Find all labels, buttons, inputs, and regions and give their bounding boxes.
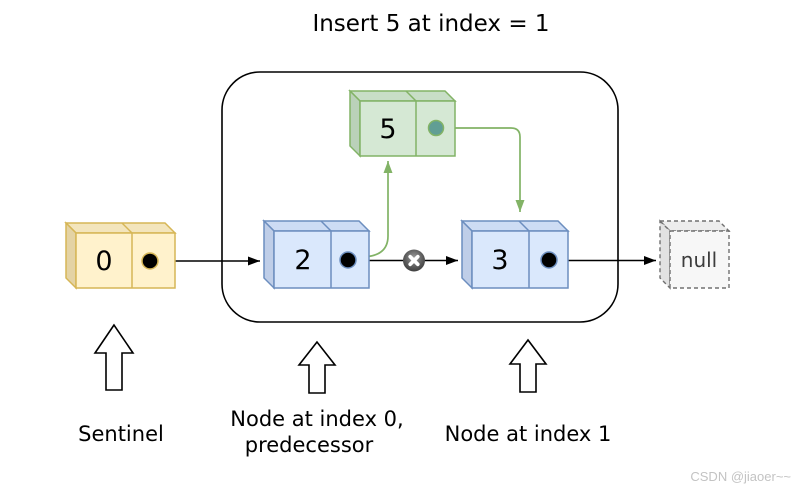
watermark: CSDN @jiaoer~~ — [690, 469, 791, 484]
node-value: 3 — [491, 245, 508, 276]
cube-top-face — [348, 90, 457, 102]
cube-side-face — [461, 219, 473, 290]
broken-link-icon — [403, 249, 425, 272]
null-box: null — [658, 219, 731, 290]
pointer-dot — [540, 251, 558, 269]
node-3: 3 — [460, 219, 570, 290]
cube-front-face — [359, 100, 456, 157]
cube-top-face — [262, 220, 371, 232]
cube-side-face — [659, 219, 671, 290]
cell-divider-top — [518, 220, 530, 232]
cell-divider-top — [320, 220, 332, 232]
cube-side-face — [65, 221, 77, 290]
cell-divider-top — [405, 90, 417, 102]
pointer-dot-green — [427, 119, 445, 137]
node-5: 5 — [348, 89, 457, 158]
cube-top-face — [64, 222, 177, 234]
callout-arrow-sentinel — [93, 323, 135, 391]
cube-top-face — [460, 220, 570, 232]
diagram-title: Insert 5 at index = 1 — [312, 11, 549, 37]
insert-scope-outline — [221, 71, 619, 323]
cell-divider-top — [121, 222, 133, 234]
cube-side-face — [263, 219, 275, 290]
arrow-node5-to-node3 — [444, 127, 525, 212]
cube-front-face — [669, 230, 730, 289]
node-2: 2 — [262, 219, 371, 290]
pointer-dot — [141, 252, 159, 270]
null-label: null — [681, 248, 717, 272]
label-predecessor-line1: Node at index 0, — [230, 407, 403, 431]
node-value: 5 — [379, 114, 396, 145]
pointer-dot — [339, 251, 357, 269]
node-sentinel: 0 — [64, 221, 177, 290]
cube-top-face — [658, 220, 731, 232]
cube-front-face — [273, 230, 370, 289]
callout-arrow-index1 — [508, 338, 548, 393]
cube-front-face — [471, 230, 569, 289]
label-node-at-index-1: Node at index 1 — [445, 422, 612, 446]
node-value: 2 — [294, 245, 311, 276]
node-value: 0 — [95, 246, 112, 277]
label-sentinel: Sentinel — [78, 422, 164, 446]
label-predecessor-line2: predecessor — [245, 433, 374, 457]
cube-front-face — [75, 232, 176, 289]
x-glyph — [408, 254, 420, 267]
callout-arrow-predecessor — [297, 340, 337, 394]
cube-side-face — [349, 89, 361, 158]
